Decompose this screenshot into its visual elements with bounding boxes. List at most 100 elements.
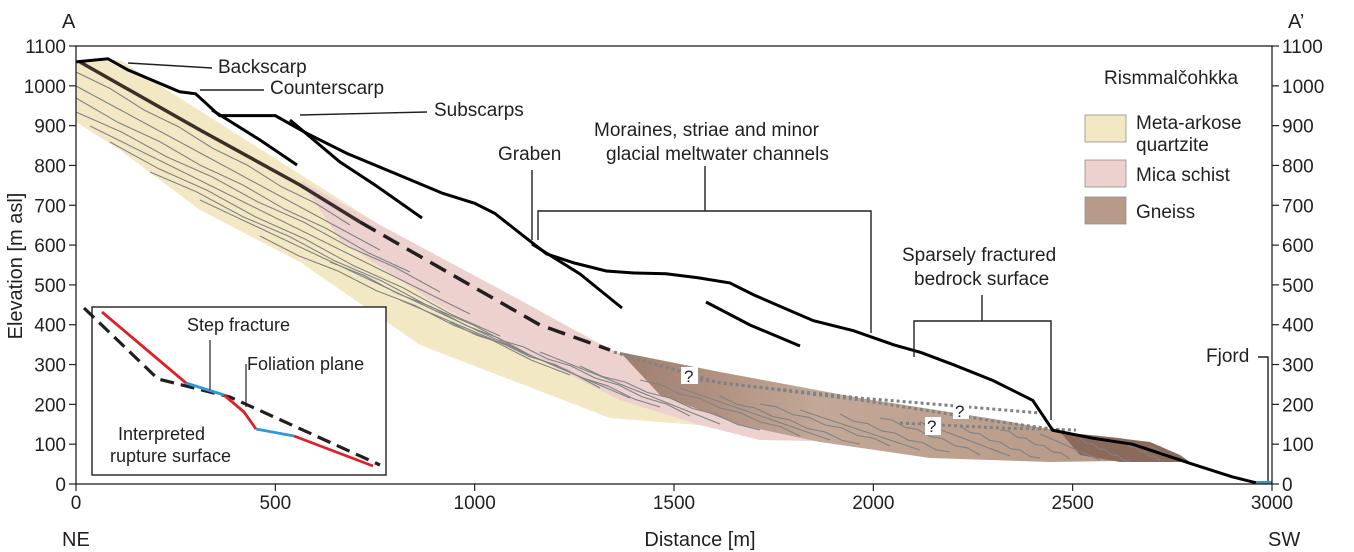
foliation-line	[149, 171, 521, 351]
ne-label: NE	[62, 529, 90, 551]
y-tick-label-right: 400	[1282, 316, 1314, 337]
y-tick-label-left: 600	[34, 236, 66, 257]
foliation-line	[1039, 433, 1101, 461]
foliation-line	[329, 261, 601, 389]
fjord-leader	[1258, 356, 1269, 481]
y-axis-title: Elevation [m asl]	[5, 193, 27, 340]
foliation-line	[199, 199, 541, 361]
foliation-line	[449, 321, 661, 408]
y-tick-label-left: 700	[34, 196, 66, 217]
inset-red-segment-2	[223, 393, 258, 430]
subscarps-label: Subscarps	[434, 100, 524, 121]
svg-text:?: ?	[927, 417, 936, 436]
y-tick-label-right: 500	[1282, 276, 1314, 297]
svg-text:?: ?	[684, 367, 693, 386]
inset-blue-segment-2	[255, 427, 295, 438]
y-tick-label-left: 300	[34, 356, 66, 377]
inset-blue-segment-1	[185, 381, 225, 397]
foliation-line	[499, 339, 691, 417]
question-mark-1: ?	[681, 367, 698, 386]
foliation-line	[759, 403, 891, 447]
fjord-label: Fjord	[1206, 346, 1249, 367]
inset-interpreted-label-2: rupture surface	[110, 446, 231, 466]
y-tick-label-left: 500	[34, 276, 66, 297]
y-tick-label-left: 800	[34, 156, 66, 177]
y-tick-label-right: 100	[1282, 435, 1314, 456]
counterscarp-label: Counterscarp	[270, 78, 384, 99]
inset-step-fracture-label: Step fracture	[187, 315, 290, 335]
structure-lines	[75, 57, 1272, 485]
legend-label-arkose-1: Meta-arkose	[1136, 113, 1242, 134]
x-tick-label: 3000	[1251, 493, 1293, 514]
foliation-line	[1079, 437, 1131, 462]
x-tick-label: 500	[259, 493, 291, 514]
foliation-line	[879, 417, 981, 456]
inset-panel: Step fracture Foliation plane Interprete…	[82, 306, 387, 476]
foliation-line	[259, 235, 571, 376]
backscarp-leader	[127, 62, 213, 69]
graben-scarp	[531, 242, 623, 310]
foliation-line	[799, 409, 921, 451]
foliation-line	[539, 351, 721, 425]
y-tick-label-left: 1100	[25, 37, 66, 58]
foliation-line	[89, 125, 471, 315]
lower-scarp	[705, 300, 801, 348]
y-tick-label-left: 200	[34, 395, 66, 416]
topographic-profile	[75, 57, 1272, 485]
y-tick-label-right: 700	[1282, 196, 1314, 217]
y-tick-label-right: 800	[1282, 156, 1314, 177]
annotations: Backscarp Counterscarp Subscarps Graben …	[218, 57, 1249, 367]
y-tick-label-left: 400	[34, 316, 66, 337]
y-tick-label-left: 0	[55, 475, 66, 496]
meta-arkose-unit	[76, 60, 760, 430]
foliation-line	[679, 387, 831, 441]
foliation-line	[75, 97, 411, 273]
question-mark-3: ?	[925, 417, 941, 436]
inset-foliation-label: Foliation plane	[247, 354, 364, 374]
y-tick-label-left: 1000	[24, 77, 66, 98]
sparse-label-2: bedrock surface	[914, 269, 1049, 290]
sparse-label-1: Sparsely fractured	[902, 245, 1056, 266]
y-tick-label-right: 600	[1282, 236, 1314, 257]
y-tick-label-right: 900	[1282, 117, 1314, 138]
inset-red-segment-1	[101, 310, 187, 385]
legend: Rismmalčohkka Meta-arkose quartzite Mica…	[1084, 68, 1242, 225]
foliation-line	[75, 85, 381, 251]
legend-title: Rismmalčohkka	[1104, 68, 1239, 89]
y-tick-label-left: 100	[34, 435, 66, 456]
foliation-line	[719, 395, 861, 445]
legend-swatch-gneiss	[1084, 196, 1127, 225]
foliation-line	[75, 71, 351, 226]
x-tick-label: 1500	[653, 493, 695, 514]
backscarp-label: Backscarp	[218, 57, 307, 78]
sw-label: SW	[1268, 529, 1300, 551]
foliation-line	[109, 141, 501, 337]
y-tick-label-right: 300	[1282, 356, 1314, 377]
moraines-bracket	[537, 210, 872, 333]
x-axis-title: Distance [m]	[644, 529, 755, 551]
inset-interpreted-label-1: Interpreted	[118, 424, 205, 444]
legend-label-gneiss: Gneiss	[1136, 202, 1195, 223]
foliation-line	[999, 429, 1071, 460]
inset-dashed-line	[82, 306, 381, 467]
y-tick-label-right: 0	[1282, 475, 1293, 496]
legend-swatch-arkose	[1084, 114, 1127, 143]
rupture-surface-solid	[79, 60, 361, 224]
y-tick-label-right: 1000	[1282, 77, 1324, 98]
svg-text:?: ?	[955, 402, 964, 421]
y-tick-label-left: 900	[34, 117, 66, 138]
foliation-line	[579, 365, 761, 431]
subscarp-2	[289, 118, 423, 220]
y-tick-label-right: 200	[1282, 395, 1314, 416]
graben-label: Graben	[498, 144, 561, 165]
moraines-label-1: Moraines, striae and minor	[594, 120, 820, 141]
foliation-line	[959, 425, 1041, 459]
section-end-label: A’	[1288, 11, 1304, 33]
x-tick-label: 1000	[454, 493, 496, 514]
foliation-line	[839, 413, 951, 453]
y-tick-label-right: 1100	[1282, 37, 1323, 58]
legend-swatch-schist	[1084, 159, 1127, 188]
x-tick-label: 2500	[1052, 493, 1094, 514]
